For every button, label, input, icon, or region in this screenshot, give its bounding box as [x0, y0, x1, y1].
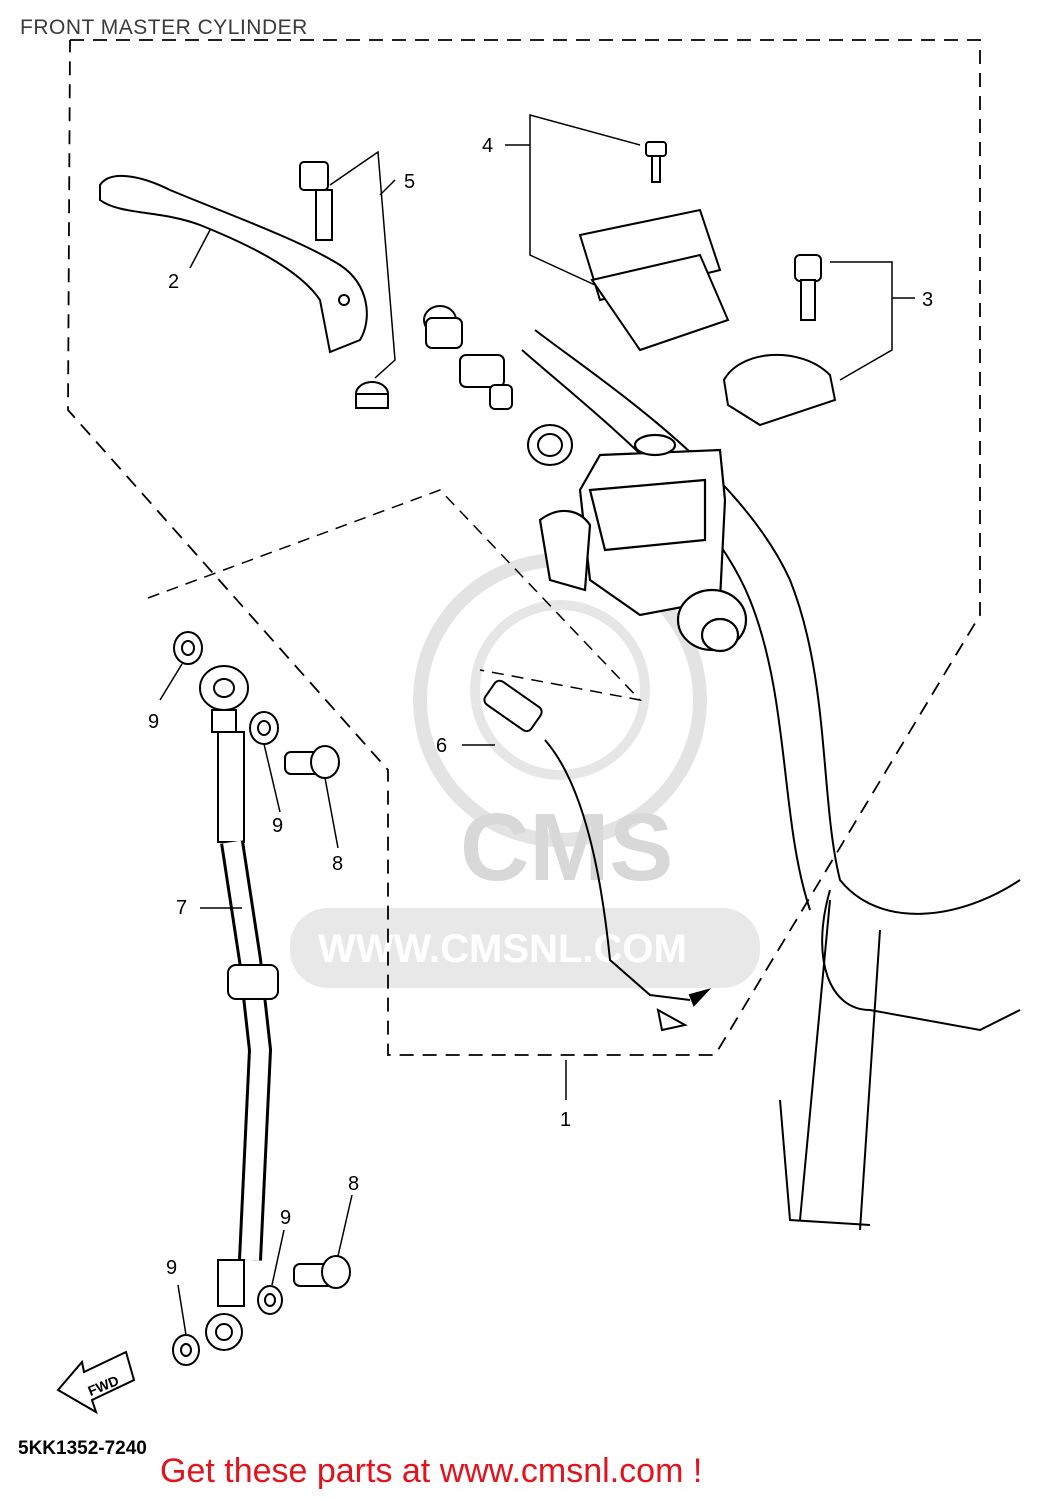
callout-2: 2 [168, 271, 179, 293]
callout-8-lower: 8 [348, 1173, 359, 1195]
callout-4: 4 [482, 135, 493, 157]
master-cylinder-body [538, 433, 748, 653]
callout-leaders [159, 144, 915, 1336]
watermark: CMS WWW.CMSNL.COM [290, 553, 760, 988]
piston-kit [423, 305, 573, 466]
part-code: 5KK1352-7240 [18, 1438, 147, 1459]
callout-3: 3 [922, 289, 933, 311]
callout-9-upper-right: 9 [272, 815, 283, 837]
watermark-url: WWW.CMSNL.COM [318, 927, 687, 971]
fwd-arrow: FWD [56, 1350, 136, 1415]
callout-8-upper: 8 [332, 853, 343, 875]
callout-1: 1 [560, 1109, 571, 1131]
callout-9-lower-left: 9 [166, 1257, 177, 1279]
watermark-logo: CMS [460, 794, 673, 901]
callout-9-lower-right: 9 [280, 1207, 291, 1229]
pivot-bolt [299, 161, 389, 409]
callout-6: 6 [436, 735, 447, 757]
callout-bracket-3 [830, 261, 893, 381]
callout-7: 7 [176, 897, 187, 919]
callout-bracket-4 [529, 114, 641, 286]
callout-9-upper-left: 9 [148, 711, 159, 733]
brake-hose [199, 665, 279, 1351]
diagram-title: FRONT MASTER CYLINDER [20, 16, 308, 39]
reservoir-cap [578, 141, 730, 352]
callout-bracket-5 [329, 150, 396, 379]
handlebar-clamp [722, 254, 837, 427]
promo-link[interactable]: Get these parts at www.cmsnl.com ! [160, 1452, 703, 1490]
brake-lever [99, 174, 368, 354]
subgroup-outline [147, 489, 643, 702]
handlebar [521, 329, 1021, 1231]
brake-switch [483, 679, 712, 1032]
washers-and-bolts [172, 631, 351, 1366]
assembly-outline [67, 39, 981, 1056]
callout-5: 5 [404, 171, 415, 193]
